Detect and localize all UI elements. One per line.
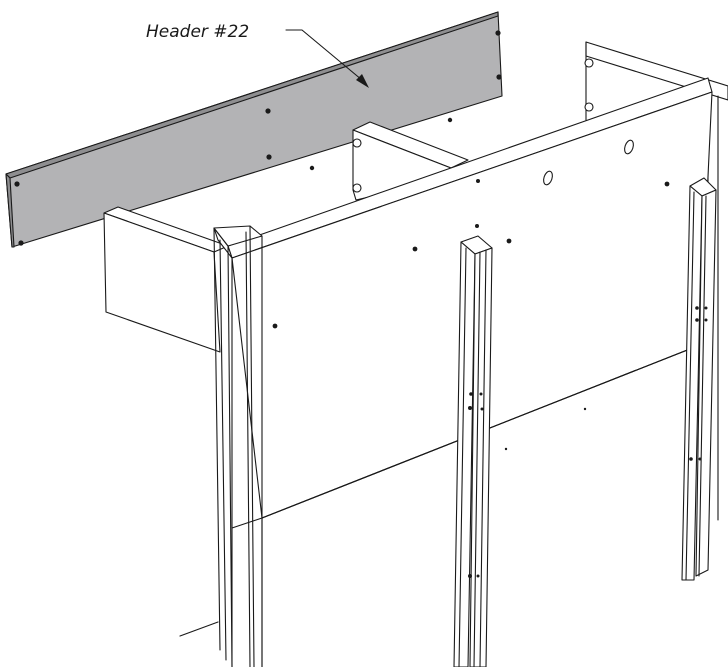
front-panel-holes [272, 179, 693, 451]
left-side-panel [103, 206, 229, 353]
right-post [681, 177, 717, 581]
middle-post [453, 235, 493, 667]
middle-post-holes [468, 392, 484, 578]
header-board [5, 11, 503, 248]
right-post-holes [689, 306, 708, 461]
header-screw-holes [14, 30, 502, 246]
callout-leader [285, 29, 369, 88]
left-corner-post [213, 225, 263, 667]
callout-label: Header #22 [146, 22, 249, 42]
